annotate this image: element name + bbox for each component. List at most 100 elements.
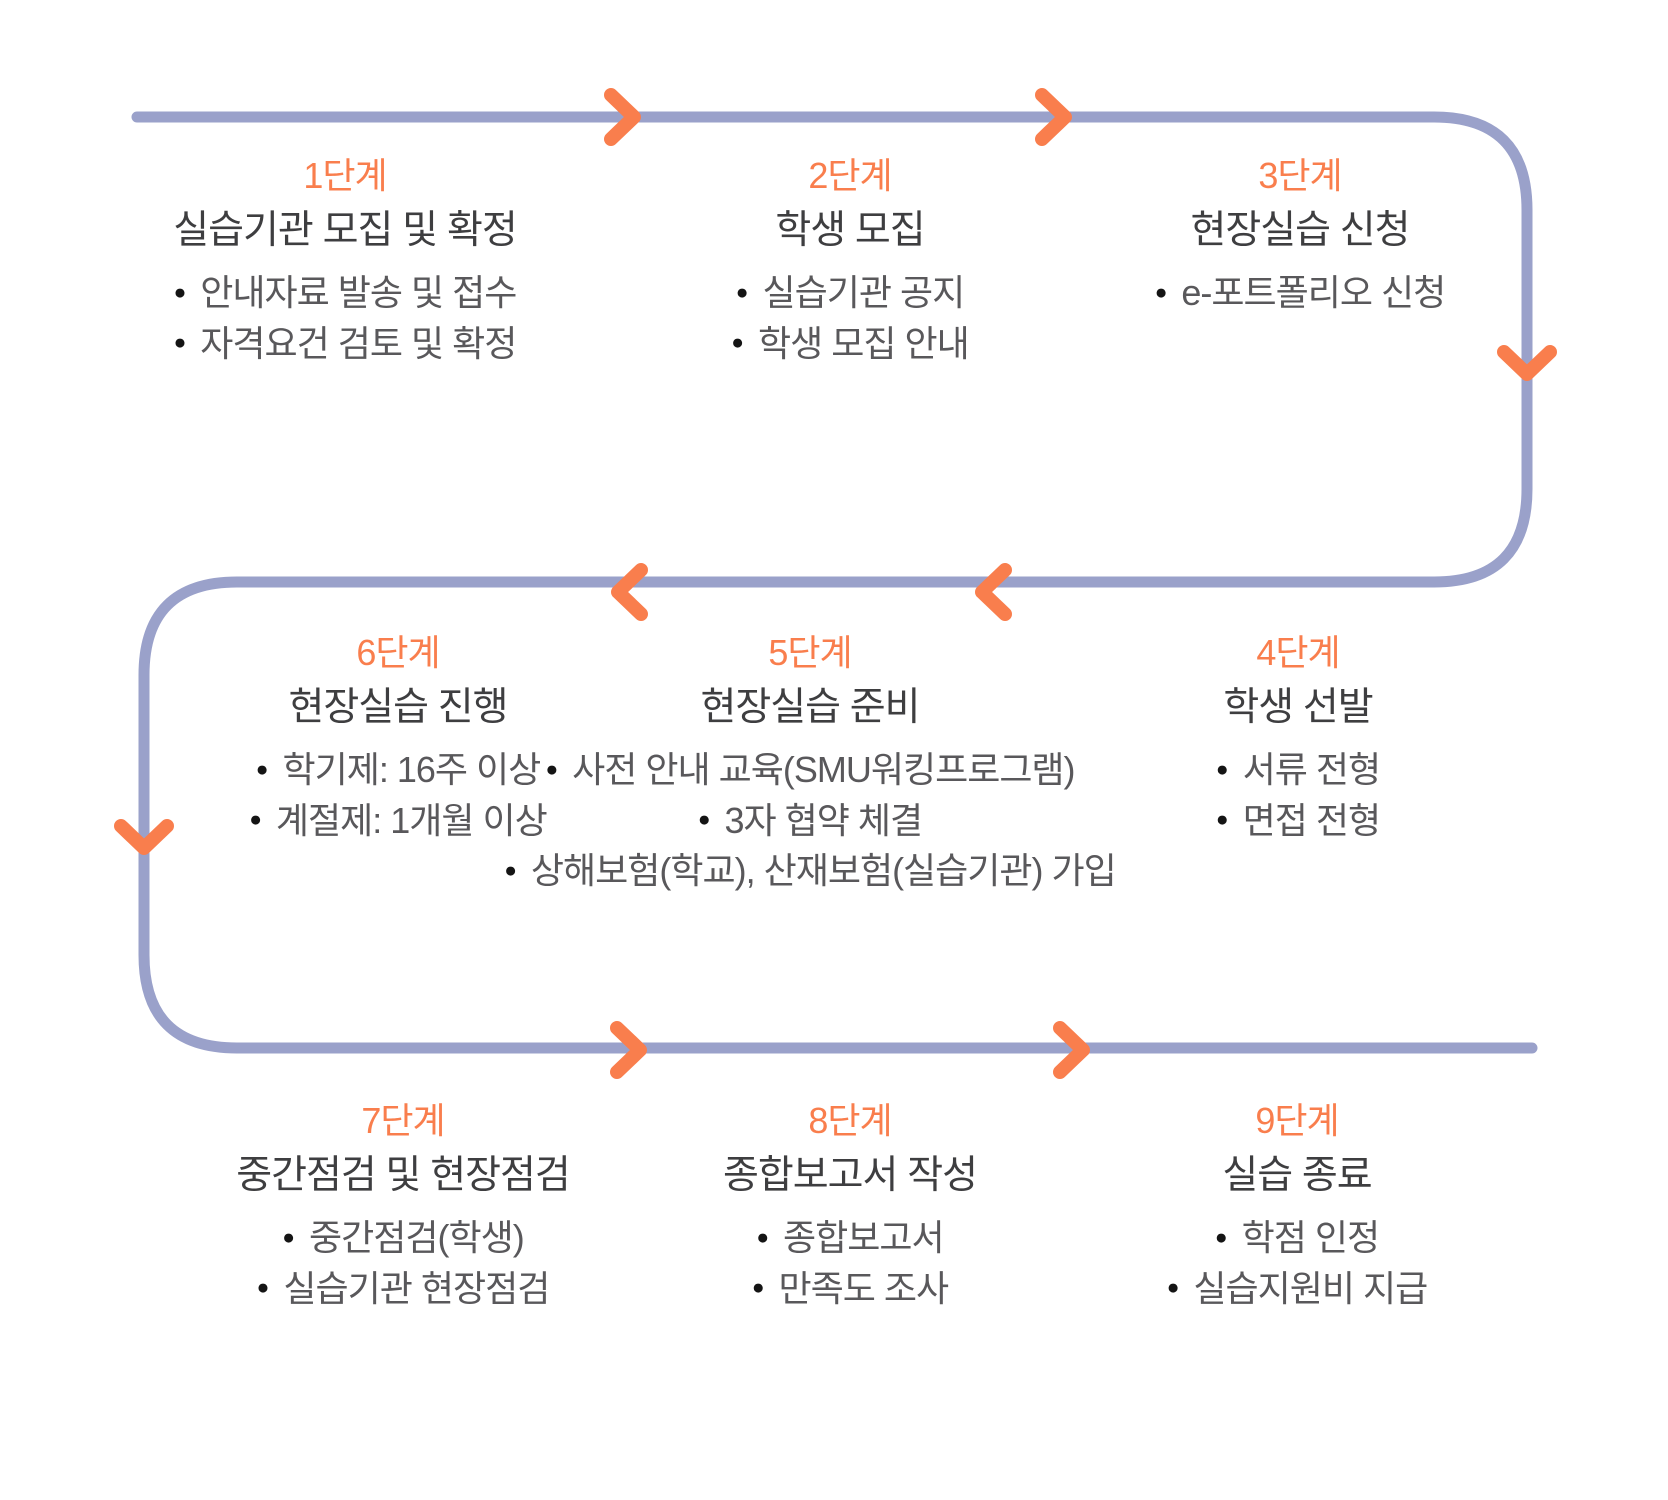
arrow-down-icon [1497,345,1557,381]
step-title: 학생 선발 [1223,686,1373,730]
step-bullet-list: ● 사전 안내 교육(SMU워킹프로그램) ● 3자 협약 체결 ● 상해보험(학교)… [430,750,1190,891]
bullet-dot-icon: ● [756,1225,769,1249]
step-number-label: 2단계 [808,155,892,196]
bullet-text: 자격요건 검토 및 확정 [200,322,517,364]
step-number-label: 1단계 [303,155,387,196]
bullet-dot-icon: ● [1215,757,1229,781]
bullet-dot-icon: ● [1154,280,1168,304]
bullet-dot-icon: ● [751,1276,765,1300]
arrow-left-icon [611,563,648,621]
bullet-text: 사전 안내 교육(SMU워킹프로그램) [572,749,1075,791]
bullet-dot-icon: ● [545,757,558,781]
bullet-dot-icon: ● [173,331,187,355]
step-title: 종합보고서 작성 [723,1154,978,1198]
step-title: 중간점검 및 현장점검 [236,1154,571,1198]
bullet-text: 실습기관 현장점검 [283,1267,550,1309]
step-8: 8단계 종합보고서 작성 ● 종합보고서 ● 만족도 조사 [590,1100,1110,1309]
bullet-text: 계절제: 1개월 이상 [275,799,548,841]
step-number-label: 6단계 [356,632,440,673]
bullet-item: ● 실습기관 공지 [735,272,965,314]
bullet-text: 실습기관 공지 [762,272,965,314]
bullet-item: ● 안내자료 발송 및 접수 [173,272,518,314]
bullet-text: 학기제: 16주 이상 [282,749,541,791]
bullet-dot-icon: ● [1214,1225,1228,1249]
bullet-text: 학점 인정 [1241,1217,1380,1259]
step-7: 7단계 중간점검 및 현장점검 ● 중간점검(학생) ● 실습기관 현장점검 [123,1100,683,1309]
bullet-item: ● 자격요건 검토 및 확정 [173,322,518,364]
bullet-text: 만족도 조사 [778,1267,950,1309]
bullet-dot-icon: ● [1215,808,1229,832]
bullet-text: 면접 전형 [1242,799,1381,841]
step-bullet-list: ● 학점 인정 ● 실습지원비 지급 [1017,1218,1577,1309]
step-number-label: 4단계 [1256,632,1340,673]
step-number-label: 8단계 [808,1100,892,1141]
bullet-item: ● e-포트폴리오 신청 [1154,272,1447,314]
bullet-item: ● 종합보고서 [756,1217,945,1259]
step-title: 학생 모집 [775,209,925,253]
bullet-item: ● 서류 전형 [1215,749,1381,791]
bullet-dot-icon: ● [249,808,262,832]
bullet-item: ● 학기제: 16주 이상 [255,749,541,791]
bullet-dot-icon: ● [282,1225,295,1249]
bullet-dot-icon: ● [735,280,749,304]
step-9: 9단계 실습 종료 ● 학점 인정 ● 실습지원비 지급 [1017,1100,1577,1309]
bullet-item: ● 계절제: 1개월 이상 [249,799,548,841]
bullet-text: 서류 전형 [1242,749,1381,791]
step-4: 4단계 학생 선발 ● 서류 전형 ● 면접 전형 [1058,632,1538,841]
bullet-dot-icon: ● [697,808,711,832]
bullet-dot-icon: ● [731,331,744,355]
step-number-label: 3단계 [1258,155,1342,196]
step-title: 실습 종료 [1222,1154,1372,1198]
step-number-label: 5단계 [768,632,852,673]
arrow-right-icon [1035,88,1072,146]
arrow-left-icon [975,563,1012,621]
step-number-label: 7단계 [361,1100,445,1141]
bullet-item: ● 실습지원비 지급 [1166,1267,1429,1309]
step-title: 현장실습 진행 [288,686,508,730]
bullet-text: 실습지원비 지급 [1193,1267,1428,1309]
bullet-item: ● 중간점검(학생) [282,1217,525,1259]
bullet-dot-icon: ● [173,280,187,304]
serpentine-flow-line [131,111,1538,1054]
step-bullet-list: ● 안내자료 발송 및 접수 ● 자격요건 검토 및 확정 [65,273,625,364]
step-bullet-list: ● 서류 전형 ● 면접 전형 [1058,750,1538,841]
step-2: 2단계 학생 모집 ● 실습기관 공지 ● 학생 모집 안내 [600,155,1100,364]
bullet-dot-icon: ● [504,858,517,882]
step-title: 실습기관 모집 및 확정 [173,209,517,253]
bullet-text: 학생 모집 안내 [757,322,970,364]
step-title: 현장실습 신청 [1190,209,1410,253]
bullet-text: 중간점검(학생) [308,1217,525,1259]
step-bullet-list: ● 실습기관 공지 ● 학생 모집 안내 [600,273,1100,364]
step-bullet-list: ●학기제: 16주 이상 ●계절제: 1개월 이상 [118,750,678,841]
step-5: 5단계 현장실습 준비 ● 사전 안내 교육(SMU워킹프로그램) ● 3자 협약 … [430,632,1190,891]
bullet-dot-icon: ● [256,1276,270,1300]
arrow-right-icon [1053,1021,1090,1079]
step-bullet-list: ● 중간점검(학생) ● 실습기관 현장점검 [123,1218,683,1309]
bullet-item: ● 실습기관 현장점검 [256,1267,551,1309]
bullet-dot-icon: ● [1166,1276,1180,1300]
step-bullet-list: ● 종합보고서 ● 만족도 조사 [590,1218,1110,1309]
bullet-item: ● 면접 전형 [1215,799,1381,841]
bullet-text: 3자 협약 체결 [724,799,924,841]
bullet-dot-icon: ● [255,757,269,781]
step-6: 6단계 현장실습 진행 ●학기제: 16주 이상 ●계절제: 1개월 이상 [118,632,678,841]
bullet-text: e-포트폴리오 신청 [1181,272,1446,314]
bullet-text: 상해보험(학교), 산재보험(실습기관) 가입 [530,849,1117,891]
bullet-item: ● 학점 인정 [1214,1217,1380,1259]
bullet-item: ● 상해보험(학교), 산재보험(실습기관) 가입 [504,849,1117,891]
step-title: 현장실습 준비 [700,686,920,730]
step-number-label: 9단계 [1255,1100,1339,1141]
bullet-text: 종합보고서 [783,1217,945,1259]
arrow-down-icon [114,819,174,855]
bullet-item: ● 3자 협약 체결 [697,799,924,841]
bullet-text: 안내자료 발송 및 접수 [200,272,517,314]
arrow-right-icon [610,1021,647,1079]
bullet-item: ● 만족도 조사 [751,1267,950,1309]
arrow-right-icon [604,88,641,146]
bullet-item: ● 학생 모집 안내 [731,322,970,364]
bullet-item: ● 사전 안내 교육(SMU워킹프로그램) [545,749,1075,791]
step-1: 1단계 실습기관 모집 및 확정 ● 안내자료 발송 및 접수 ● 자격요건 검토 … [65,155,625,364]
step-3: 3단계 현장실습 신청 ● e-포트폴리오 신청 [1020,155,1580,314]
